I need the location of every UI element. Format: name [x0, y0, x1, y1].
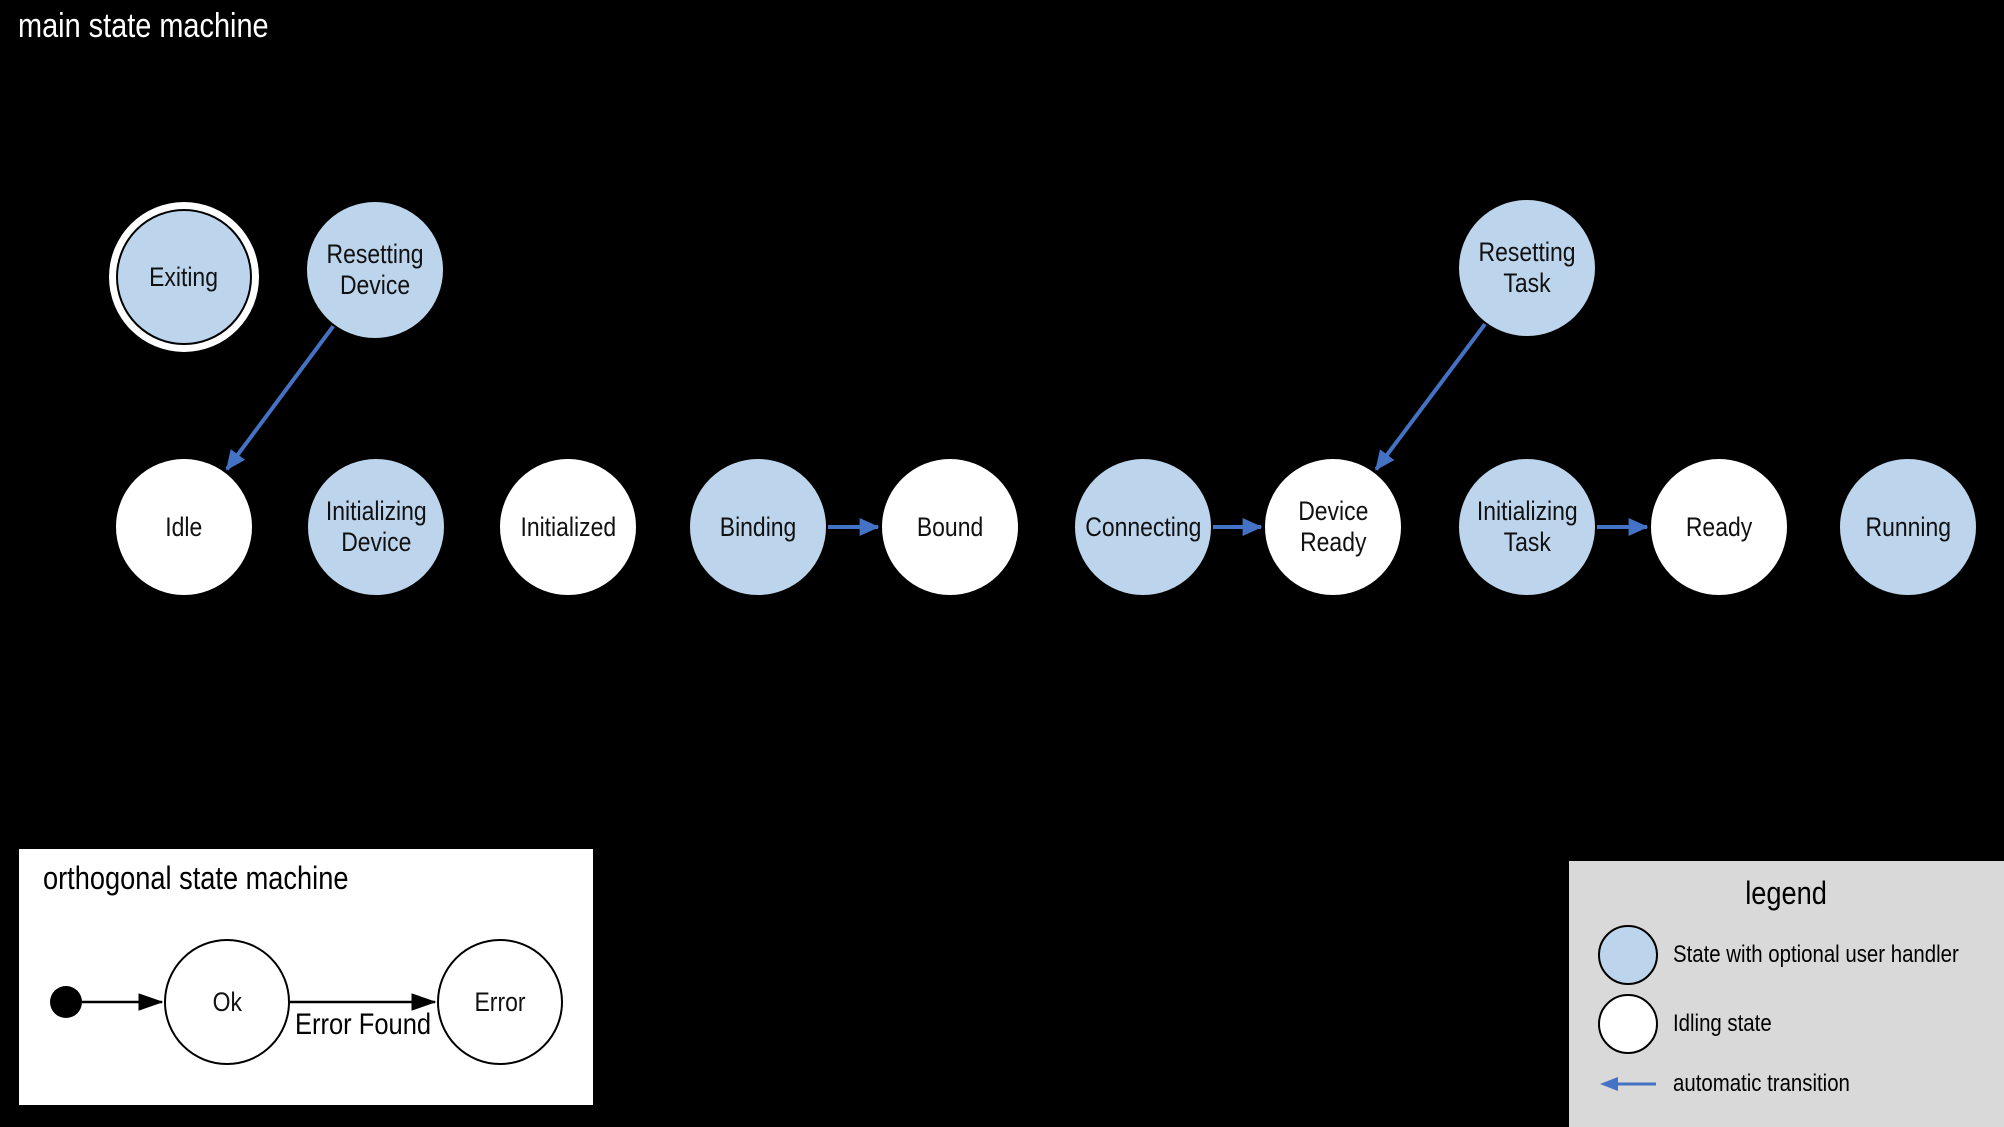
state-node-exiting: Exiting [116, 209, 252, 345]
error-found-transition-label: Error Found [294, 1008, 432, 1041]
state-node-ready: Ready [1649, 457, 1789, 597]
state-node-idle: Idle [114, 457, 254, 597]
state-node-error: Error [437, 939, 563, 1065]
main-state-machine-title: main state machine [18, 7, 269, 45]
state-node-initializing-device: Initializing Device [306, 457, 446, 597]
state-node-device-ready: Device Ready [1263, 457, 1403, 597]
legend-item-automatic-transition: automatic transition [1673, 1070, 1850, 1097]
state-node-initializing-task: Initializing Task [1457, 457, 1597, 597]
state-label-running: Running [1865, 511, 1951, 542]
legend-item-idling-state: Idling state [1673, 1010, 1772, 1037]
state-node-connecting: Connecting [1073, 457, 1213, 597]
state-label-idle: Idle [165, 511, 203, 542]
state-node-initial [50, 986, 82, 1018]
state-label-initializing-task: Initializing Task [1476, 496, 1578, 557]
state-label-error: Error [474, 986, 526, 1017]
state-node-binding: Binding [688, 457, 828, 597]
state-node-resetting-device: Resetting Device [305, 200, 445, 340]
state-node-ok: Ok [164, 939, 290, 1065]
legend-title: legend [1745, 875, 1828, 911]
state-label-resetting-device: Resetting Device [326, 239, 424, 300]
state-label-ready: Ready [1685, 511, 1753, 542]
state-node-initialized: Initialized [498, 457, 638, 597]
state-node-resetting-task: Resetting Task [1457, 198, 1597, 338]
state-label-exiting: Exiting [149, 261, 219, 292]
state-label-connecting: Connecting [1084, 511, 1202, 542]
state-label-resetting-task: Resetting Task [1478, 237, 1576, 298]
state-label-initializing-device: Initializing Device [325, 496, 427, 557]
state-node-bound: Bound [880, 457, 1020, 597]
state-node-running: Running [1838, 457, 1978, 597]
transition-resetting-device-to-idle [225, 324, 335, 471]
automatic-transition-arrow-icon [1600, 1077, 1656, 1091]
state-label-ok: Ok [212, 986, 242, 1017]
state-label-device-ready: Device Ready [1297, 496, 1369, 557]
orthogonal-state-machine-title: orthogonal state machine [43, 860, 349, 896]
transition-resetting-task-to-device-ready [1374, 322, 1487, 471]
legend-item-handler-state: State with optional user handler [1673, 941, 1959, 968]
idle-state-swatch-icon [1598, 994, 1658, 1054]
state-label-binding: Binding [719, 511, 797, 542]
state-label-bound: Bound [916, 511, 984, 542]
handler-state-swatch-icon [1598, 925, 1658, 985]
state-label-initialized: Initialized [520, 511, 616, 542]
legend-panel: legend State with optional user handler … [1569, 861, 2004, 1127]
